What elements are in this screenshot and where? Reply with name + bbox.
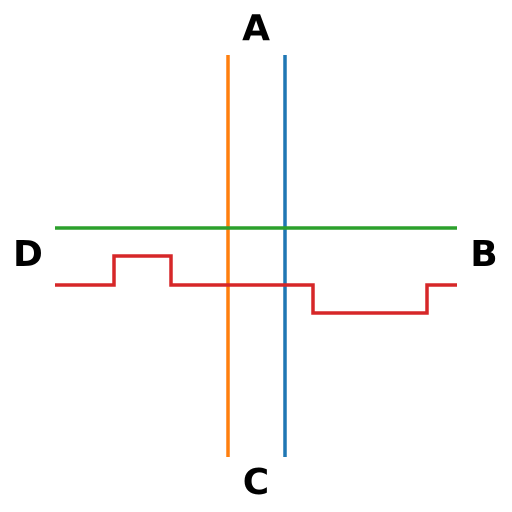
label-right: B bbox=[470, 234, 498, 275]
label-left: D bbox=[13, 234, 43, 275]
label-bottom: C bbox=[242, 462, 270, 503]
label-top: A bbox=[242, 8, 270, 49]
red-step-line bbox=[55, 254, 457, 315]
